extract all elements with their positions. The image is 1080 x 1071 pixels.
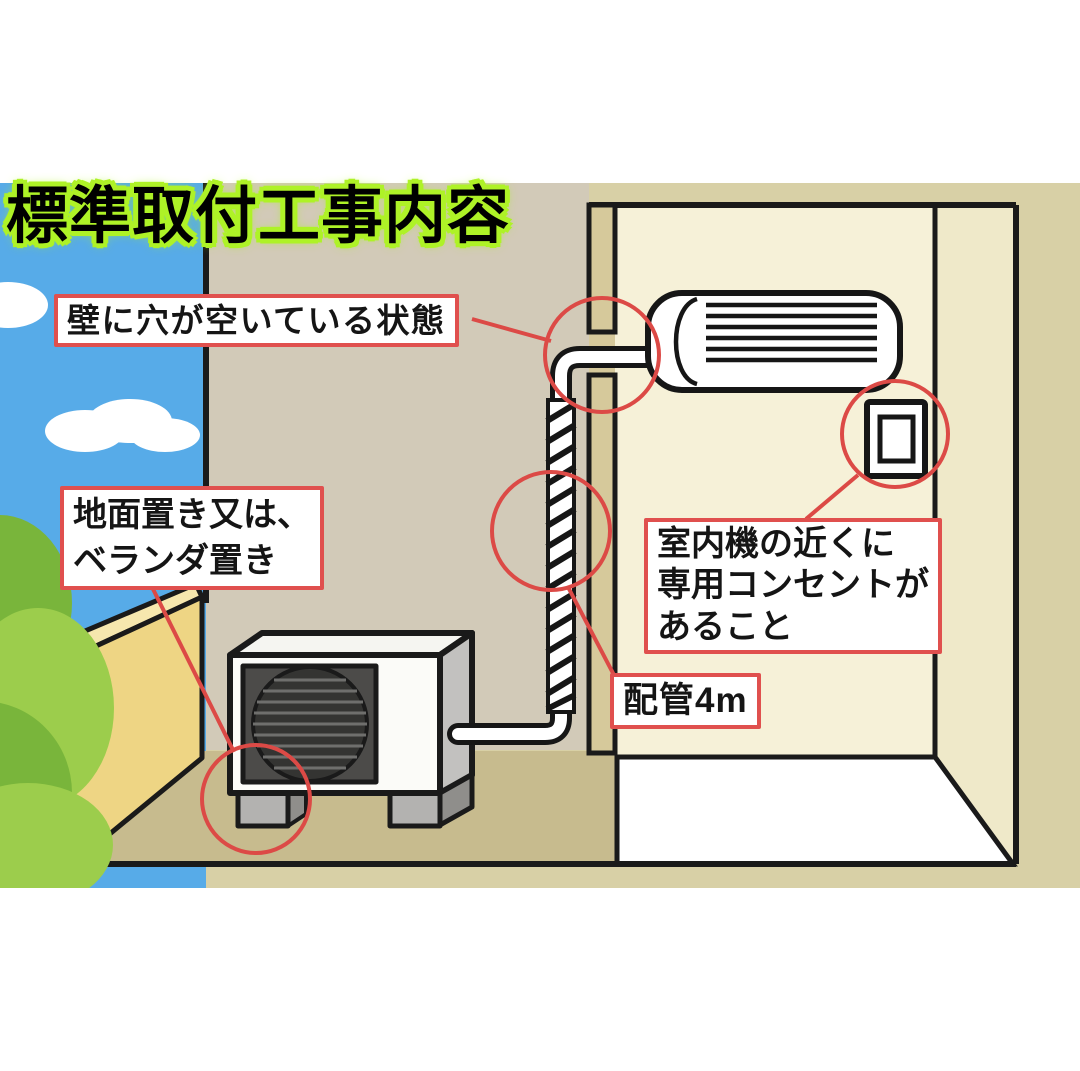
cloud-small [0, 282, 48, 328]
callout-marks [148, 296, 950, 855]
outdoor-unit-side [437, 630, 475, 796]
outdoor-unit-foot-left [235, 790, 291, 829]
outlet-socket [877, 414, 916, 464]
leader-wall-hole [471, 317, 552, 343]
refrigerant-pipe [447, 346, 661, 745]
circle-outdoor-foot [200, 743, 312, 855]
circle-wall-hole [543, 296, 661, 414]
indoor-unit [645, 290, 903, 393]
leader-placement [148, 582, 236, 753]
label-outlet: 室内機の近くに 専用コンセントが あること [644, 518, 942, 655]
label-outlet-line2: 専用コンセントが [657, 566, 929, 605]
label-outlet-line1: 室内機の近くに [657, 525, 895, 563]
leader-outlet [804, 473, 860, 521]
leader-piping [566, 586, 617, 678]
label-placement: 地面置き又は、 ベランダ置き [60, 486, 324, 591]
fan-grille-lines [253, 678, 367, 770]
outdoor-unit-foot-right [387, 790, 443, 829]
power-outlet [864, 399, 928, 479]
label-placement-line2: ベランダ置き [73, 542, 277, 581]
bush [0, 515, 114, 888]
wall-section-upper [586, 202, 618, 335]
label-wall-hole: 壁に穴が空いている状態 [54, 294, 459, 348]
cloud-large [45, 399, 200, 452]
page-title: 標準取付工事内容 [6, 182, 511, 251]
indoor-unit-louvers [706, 302, 877, 363]
interior-side-wall [935, 205, 1016, 864]
circle-outlet [840, 379, 950, 489]
label-piping-length: 配管4m [610, 673, 761, 729]
outdoor-unit-top [227, 630, 475, 658]
label-placement-line1: 地面置き又は、 [73, 496, 311, 534]
pipe-wrap-stripes [545, 401, 577, 712]
indoor-unit-end-cap [673, 296, 698, 387]
circle-pipe [490, 470, 612, 592]
label-outlet-line3: あること [657, 607, 793, 646]
outdoor-unit [227, 630, 475, 829]
ground [72, 751, 616, 865]
